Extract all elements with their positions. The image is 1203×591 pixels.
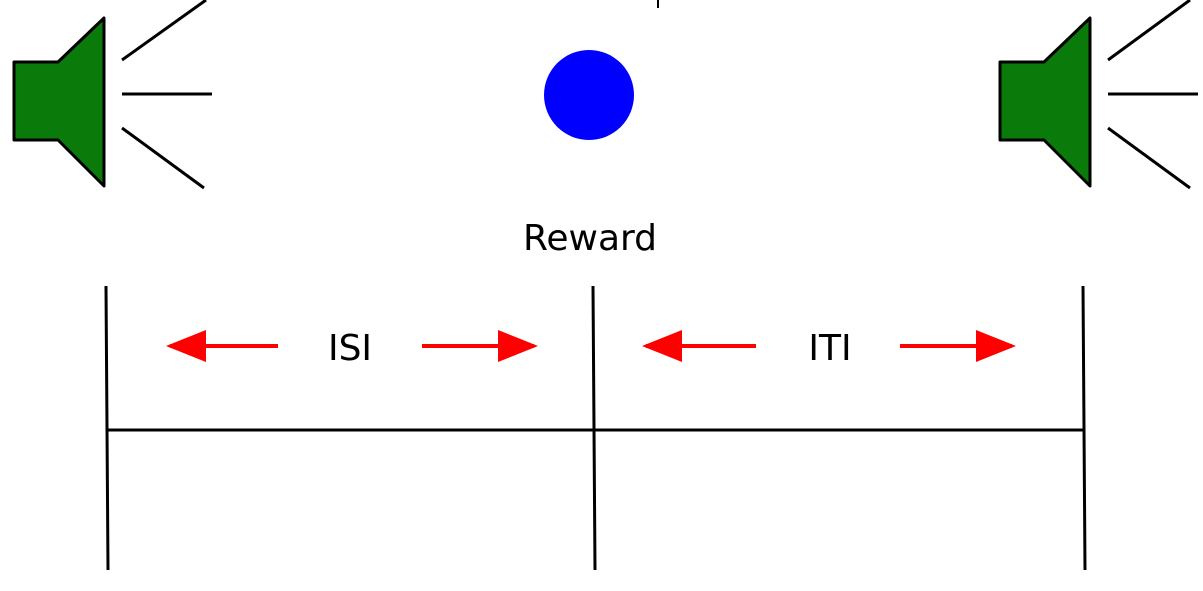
timeline-marker-middle: [591, 285, 597, 571]
right-sound-wave-lower: [1107, 126, 1191, 190]
left-sound-wave-lower: [121, 126, 205, 190]
right-speaker-icon: [998, 0, 1198, 190]
iti-label: ITI: [808, 328, 851, 369]
right-sound-wave-upper: [1107, 0, 1191, 62]
timeline-marker-right: [1081, 285, 1087, 571]
left-speaker-icon: [12, 0, 212, 190]
reward-label: Reward: [523, 218, 657, 259]
reward-dot-icon: [544, 50, 634, 140]
left-sound-wave-upper: [121, 0, 207, 62]
timeline-marker-left: [104, 285, 110, 571]
isi-label: ISI: [328, 328, 372, 369]
